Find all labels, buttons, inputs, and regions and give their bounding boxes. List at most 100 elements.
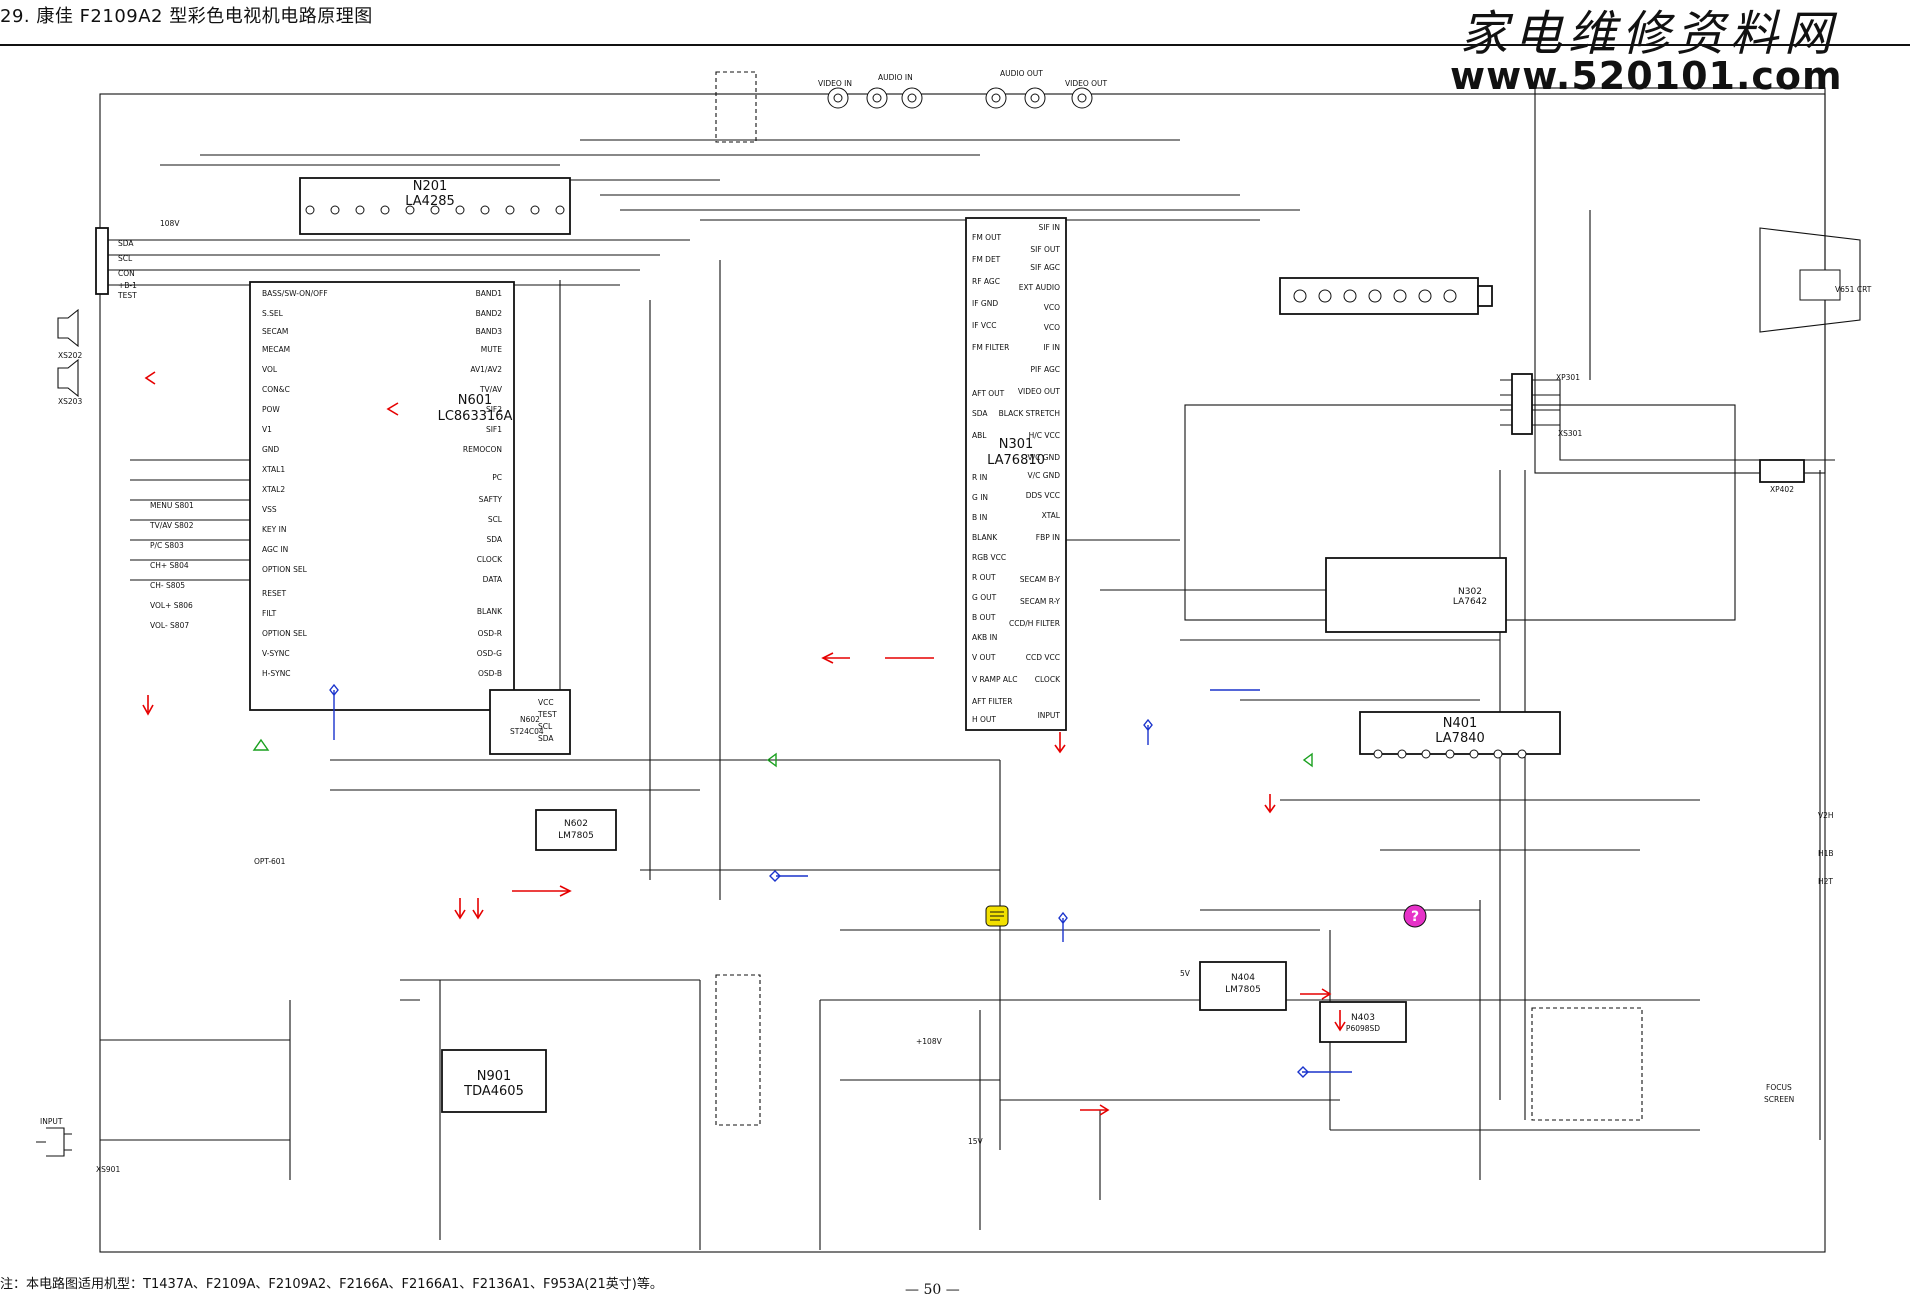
question-badge-icon: ? (1403, 904, 1427, 928)
n601-pin-label: BASS/SW-ON/OFF (262, 289, 328, 298)
n601-pin-label: V-SYNC (262, 649, 290, 658)
supply-108v-label: 108V (160, 219, 180, 228)
ic-n301-part: LA76810 (987, 453, 1045, 468)
n301-pin-label: INPUT (1038, 711, 1061, 720)
n301-pin-label: RF AGC (972, 277, 1000, 286)
bus-label: SCL (118, 254, 133, 263)
n601-pin-label: POW (262, 405, 280, 414)
n301-pin-label: CCD VCC (1026, 653, 1060, 662)
bus-label: SDA (118, 239, 134, 248)
n301-pin-label: R OUT (972, 573, 996, 582)
ic-n301-right-pins: SIF IN SIF OUT SIF AGC EXT AUDIO VCO VCO… (999, 223, 1061, 720)
power-plug-icon (36, 1127, 72, 1157)
connector-control-bus (95, 227, 109, 295)
ic-n601 (249, 281, 515, 711)
n301-pin-label: V/C GND (1028, 453, 1061, 462)
ic-n401-pins (1373, 749, 1527, 759)
n601-pin-label: OPTION SEL (262, 629, 308, 638)
n301-pin-label: AFT OUT (972, 389, 1005, 398)
ic-n901-part: TDA4605 (463, 1084, 524, 1099)
audio-out-label: AUDIO OUT (1000, 69, 1043, 78)
ic-n201-part: LA4285 (405, 194, 455, 209)
n301-pin-label: H OUT (972, 715, 996, 724)
ic-n601-ref: N601 (458, 393, 493, 408)
footnote: 注：本电路图适用机型：T1437A、F2109A、F2109A2、F2166A、… (0, 1277, 663, 1292)
n601-pin-label: V1 (262, 425, 272, 434)
n601-pin-label: SIF2 (486, 405, 502, 414)
av-jacks (827, 87, 1093, 109)
speaker-label-xs203: XS203 (58, 397, 82, 406)
n301-pin-label: CCD/H FILTER (1009, 619, 1060, 628)
n301-pin-label: DDS VCC (1026, 491, 1060, 500)
video-in-label: VIDEO IN (818, 79, 852, 88)
crt-label: V651 CRT (1835, 285, 1872, 294)
svg-text:?: ? (1411, 909, 1419, 925)
ic-n404-part: LM7805 (1225, 985, 1261, 995)
n301-pin-label: BLANK (972, 533, 998, 542)
ic-n201-ref: N201 (413, 179, 448, 194)
n301-pin-label: BLACK STRETCH (999, 409, 1060, 418)
n601-pin-label: DATA (483, 575, 503, 584)
n301-pin-label: IF IN (1043, 343, 1060, 352)
n601-pin-label: S.SEL (262, 309, 284, 318)
n601-pin-label: TV/AV (479, 385, 503, 394)
ic-n401 (1359, 711, 1561, 755)
ic-n901-ref: N901 (477, 1069, 512, 1084)
key-label: TV/AV S802 (149, 521, 194, 530)
page-title: 29. 康佳 F2109A2 型彩色电视机电路原理图 (0, 6, 373, 27)
xp301-label: XP301 (1556, 373, 1580, 382)
page-number: — 50 — (905, 1282, 960, 1298)
ic-n302 (1325, 557, 1507, 633)
green-markers (252, 738, 1313, 768)
n601-pin-label: RESET (262, 589, 286, 598)
crt-board-frame (1534, 87, 1826, 474)
n301-pin-label: R IN (972, 473, 987, 482)
ic-n301-left-pins: FM OUT FM DET RF AGC IF GND IF VCC FM FI… (972, 233, 1017, 724)
screen-label: SCREEN (1764, 1095, 1794, 1104)
n301-pin-label: AKB IN (972, 633, 997, 642)
bus-label: +B-1 (118, 281, 137, 290)
n301-pin-label: SIF AGC (1030, 263, 1060, 272)
n601-pin-label: VOL (262, 365, 278, 374)
n301-pin-label: SIF OUT (1030, 245, 1060, 254)
n301-pin-label: VCO (1044, 303, 1060, 312)
n601-pin-label: MECAM (262, 345, 290, 354)
ic-n401-part: LA7840 (1435, 731, 1485, 746)
n601-pin-label: SDA (486, 535, 502, 544)
key-label: MENU S801 (150, 501, 194, 510)
focus-label: FOCUS (1766, 1083, 1792, 1092)
ic-n602-eeprom (489, 689, 571, 755)
connector-xp402 (1759, 459, 1805, 483)
annotation-arrows (142, 371, 1346, 1116)
n601-pin-label: AGC IN (262, 545, 288, 554)
opt601-label: OPT-601 (254, 857, 286, 866)
watermark-url: www.520101.com (1450, 54, 1843, 98)
n301-pin-label: AFT FILTER (972, 697, 1012, 706)
n602-pin-label: SDA (538, 734, 554, 743)
n601-pin-label: AV1/AV2 (470, 365, 502, 374)
n301-pin-label: SDA (972, 409, 988, 418)
switching-transformer-t901 (715, 974, 761, 1126)
n601-pin-label: XTAL2 (262, 485, 285, 494)
n602-pin-label: SCL (538, 722, 553, 731)
n601-pin-label: BAND2 (476, 309, 503, 318)
ic-n302-ref: N302 (1458, 587, 1482, 597)
n601-pin-label: REMOCON (463, 445, 502, 454)
key-label: VOL+ S806 (150, 601, 193, 610)
power-input-label: INPUT (40, 1117, 63, 1126)
ic-n403 (1319, 1001, 1407, 1043)
n601-pin-label: BAND1 (476, 289, 503, 298)
speaker-icon (57, 308, 79, 398)
ic-n404-ref: N404 (1231, 973, 1255, 983)
ic-n602-ref: N602 (520, 715, 540, 724)
n601-pin-label: CON&C (262, 385, 290, 394)
header-rule (0, 44, 1910, 46)
flyback-transformer-t402 (1531, 1007, 1643, 1121)
xp402-label: XP402 (1770, 485, 1794, 494)
ic-n301-ref: N301 (999, 437, 1034, 452)
antenna-plug-icon (1477, 285, 1493, 307)
key-label: CH- S805 (150, 581, 185, 590)
v2h-label: V2H (1818, 811, 1834, 820)
ic-n602-regulator (535, 809, 617, 851)
